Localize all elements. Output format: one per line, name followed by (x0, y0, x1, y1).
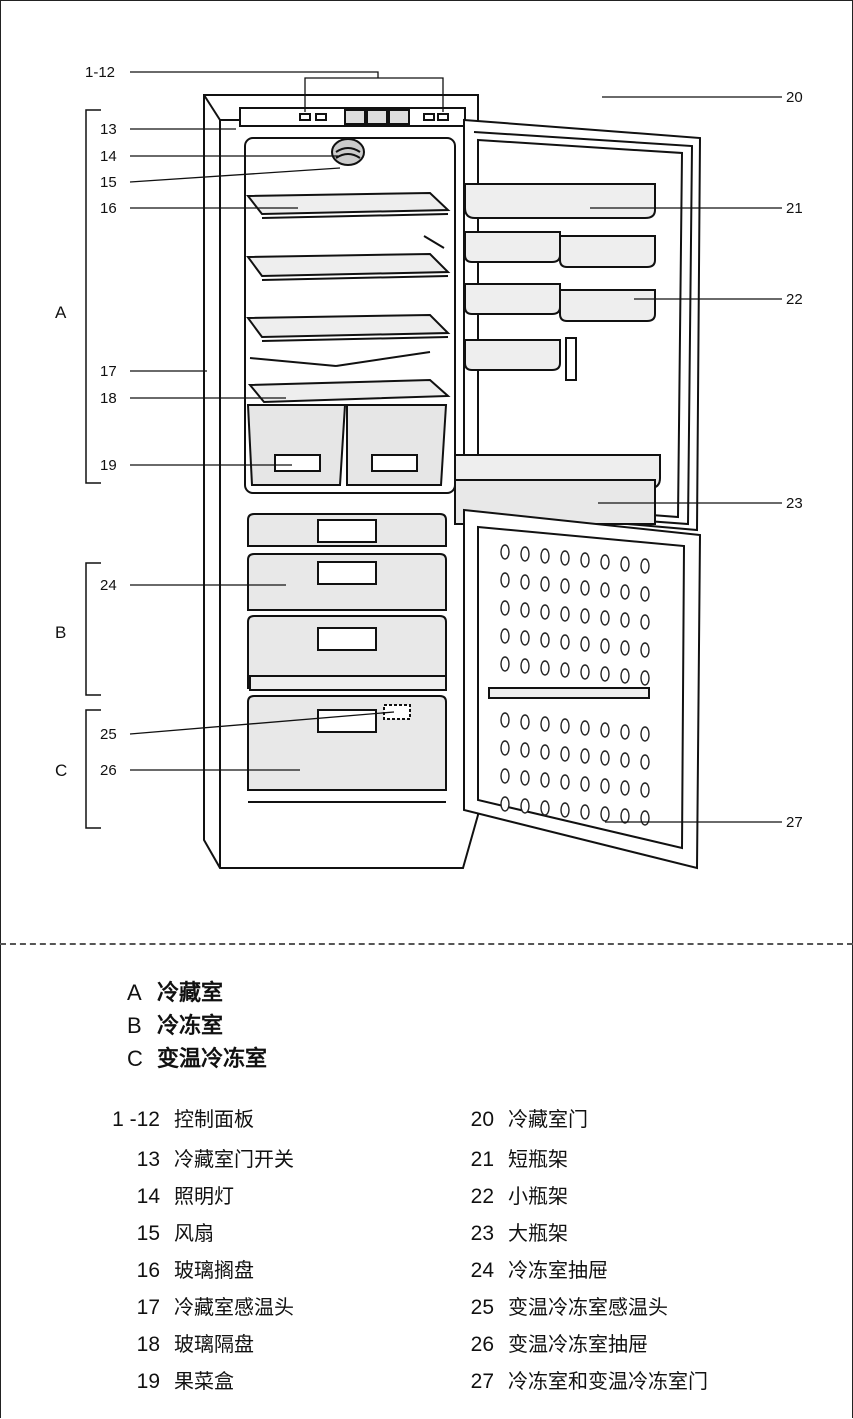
part-name: 小瓶架 (508, 1184, 568, 1208)
part-row: 19 果菜盒 (98, 1365, 234, 1394)
zone-name: 冷冻室 (157, 1013, 224, 1038)
dashed-divider (0, 943, 853, 945)
zone-row-c: C 变温冷冻室 (127, 1041, 267, 1073)
callout-13: 13 (100, 121, 117, 138)
part-row: 16 玻璃搁盘 (98, 1254, 254, 1283)
callout-20: 20 (786, 89, 803, 106)
section-label-b: B (55, 623, 66, 642)
part-row: 24 冷冻室抽屉 (460, 1254, 608, 1283)
part-number: 18 (136, 1333, 160, 1356)
part-row: 17 冷藏室感温头 (98, 1291, 294, 1320)
part-row: 20 冷藏室门 (460, 1103, 588, 1132)
part-number: 15 (136, 1222, 160, 1245)
callout-21: 21 (786, 200, 803, 217)
part-number: 16 (136, 1259, 160, 1282)
part-number: 22 (470, 1185, 494, 1208)
callout-27: 27 (786, 814, 803, 831)
callout-23: 23 (786, 495, 803, 512)
freezer-door-pattern (500, 544, 650, 826)
part-row: 18 玻璃隔盘 (98, 1328, 254, 1357)
callout-19: 19 (100, 457, 117, 474)
part-number: 19 (136, 1370, 160, 1393)
callout-25: 25 (100, 726, 117, 743)
callout-16: 16 (100, 200, 117, 217)
callout-17: 17 (100, 363, 117, 380)
part-row: 23 大瓶架 (460, 1217, 568, 1246)
part-name: 风扇 (174, 1221, 214, 1245)
section-label-c: C (55, 761, 67, 780)
part-name: 冷藏室门开关 (174, 1147, 294, 1171)
part-name: 冷冻室抽屉 (508, 1258, 608, 1282)
callout-26: 26 (100, 762, 117, 779)
part-number: 21 (470, 1148, 494, 1171)
part-number: 24 (470, 1259, 494, 1282)
zone-name: 冷藏室 (157, 980, 224, 1005)
zone-letter: B (127, 1013, 142, 1038)
part-name: 冷藏室门 (508, 1107, 588, 1131)
refrigerator-drawing (203, 94, 702, 870)
section-brackets (85, 109, 101, 829)
part-number: 13 (136, 1148, 160, 1171)
zone-letter: A (127, 980, 142, 1005)
part-row: 14 照明灯 (98, 1180, 234, 1209)
part-row: 22 小瓶架 (460, 1180, 568, 1209)
part-name: 变温冷冻室感温头 (508, 1295, 668, 1319)
part-name: 冷冻室和变温冷冻室门 (508, 1369, 708, 1393)
callout-18: 18 (100, 390, 117, 407)
part-row: 27 冷冻室和变温冷冻室门 (460, 1365, 708, 1394)
part-row: 13 冷藏室门开关 (98, 1143, 294, 1172)
part-number: 1 -12 (112, 1108, 160, 1131)
leader-lines (129, 71, 782, 823)
part-name: 玻璃隔盘 (174, 1332, 254, 1356)
section-label-a: A (55, 303, 67, 322)
part-number: 23 (470, 1222, 494, 1245)
callout-1-12: 1-12 (85, 64, 115, 81)
part-number: 17 (136, 1296, 160, 1319)
part-name: 照明灯 (174, 1184, 234, 1208)
part-name: 短瓶架 (508, 1147, 568, 1171)
part-row: 1 -12 控制面板 (98, 1103, 254, 1132)
part-row: 15 风扇 (98, 1217, 214, 1246)
callout-22: 22 (786, 291, 803, 308)
zone-row-a: A 冷藏室 (127, 975, 223, 1007)
zone-name: 变温冷冻室 (157, 1046, 268, 1071)
part-name: 玻璃搁盘 (174, 1258, 254, 1282)
zone-letter: C (127, 1046, 143, 1071)
part-row: 21 短瓶架 (460, 1143, 568, 1172)
part-name: 大瓶架 (508, 1221, 568, 1245)
part-number: 25 (470, 1296, 494, 1319)
callout-14: 14 (100, 148, 117, 165)
part-row: 25 变温冷冻室感温头 (460, 1291, 668, 1320)
part-row: 26 变温冷冻室抽屉 (460, 1328, 648, 1357)
part-number: 26 (470, 1333, 494, 1356)
part-number: 14 (136, 1185, 160, 1208)
callout-24: 24 (100, 577, 117, 594)
zone-row-b: B 冷冻室 (127, 1008, 223, 1040)
refrigerator-diagram: 1-12 13 14 15 16 17 18 19 24 25 26 20 21… (55, 64, 803, 870)
part-name: 控制面板 (174, 1107, 254, 1131)
part-number: 20 (470, 1108, 494, 1131)
part-name: 果菜盒 (174, 1369, 234, 1393)
part-name: 变温冷冻室抽屉 (508, 1332, 648, 1356)
callout-15: 15 (100, 174, 117, 191)
callout-labels: 1-12 13 14 15 16 17 18 19 24 25 26 20 21… (55, 64, 803, 831)
part-number: 27 (470, 1370, 494, 1393)
part-name: 冷藏室感温头 (174, 1295, 294, 1319)
